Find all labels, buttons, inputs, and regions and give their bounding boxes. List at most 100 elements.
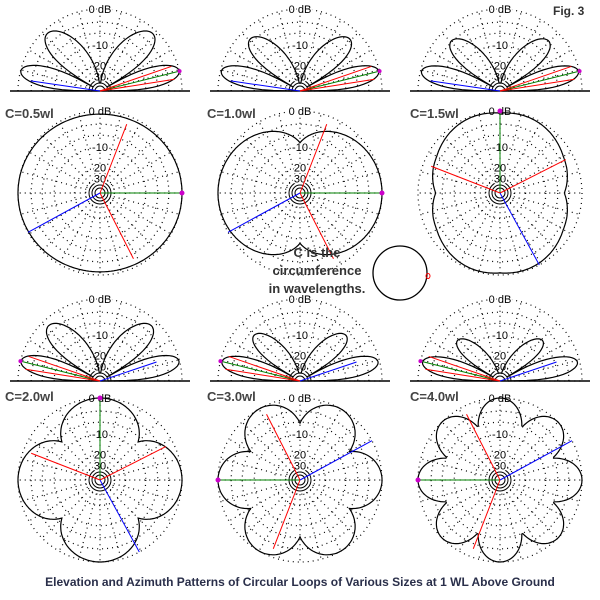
reference-line	[499, 361, 557, 382]
max-gain-line	[299, 70, 380, 92]
grid-ring	[453, 433, 547, 527]
grid-ring	[473, 64, 527, 92]
grid-spoke	[258, 408, 294, 468]
grid-spoke	[228, 438, 288, 474]
beamwidth-line	[99, 124, 128, 194]
grid-spoke	[112, 151, 172, 187]
panel-label: C=1.5wl	[410, 106, 459, 121]
grid-spoke	[306, 492, 342, 552]
figure-caption: Elevation and Azimuth Patterns of Circul…	[45, 575, 555, 589]
beamwidth-line	[299, 124, 328, 194]
circumference-note: C is the circumference in wavelengths.	[250, 244, 384, 298]
grid-ring	[73, 453, 127, 507]
beamwidth-line	[31, 452, 101, 481]
note-line: in wavelengths.	[268, 281, 366, 296]
panel-label: C=4.0wl	[410, 389, 459, 404]
beamwidth-line	[425, 368, 501, 382]
scale-label-10: -10	[492, 330, 508, 342]
beamwidth-line	[99, 78, 175, 92]
grid-spoke	[512, 151, 572, 187]
grid-spoke	[513, 196, 580, 215]
grid-spoke	[478, 206, 497, 273]
grid-ring	[441, 322, 559, 382]
grid-ring	[41, 421, 159, 539]
grid-spoke	[20, 483, 87, 502]
scale-label-0db: 0 dB	[489, 294, 512, 306]
scale-label-10: -10	[492, 429, 508, 441]
grid-ring	[485, 76, 515, 92]
grid-spoke	[78, 206, 97, 273]
scale-label-20: 20	[494, 350, 506, 362]
reference-line	[99, 361, 157, 382]
grid-ring	[253, 433, 347, 527]
grid-spoke	[58, 19, 94, 79]
grid-spoke	[241, 134, 291, 184]
scale-label-20: 20	[494, 449, 506, 461]
elevation-pattern-curve	[420, 38, 580, 92]
grid-spoke	[113, 171, 180, 190]
azimuth-pattern-curve	[17, 113, 183, 273]
scale-label-0db: 0 dB	[289, 4, 312, 16]
max-gain-line	[20, 360, 101, 382]
scale-label-30: 30	[294, 362, 306, 374]
elevation-pattern-curve	[20, 322, 180, 382]
grid-spoke	[113, 196, 180, 215]
scale-label-20: 20	[94, 162, 106, 174]
grid-spoke	[58, 492, 94, 552]
grid-ring	[453, 44, 547, 92]
grid-ring	[85, 366, 115, 382]
grid-spoke	[112, 438, 172, 474]
grid-spoke	[220, 483, 287, 502]
grid-ring	[441, 421, 559, 539]
scale-label-30: 30	[94, 362, 106, 374]
grid-spoke	[113, 483, 180, 502]
beamwidth-line	[428, 355, 501, 382]
beamwidth-line	[25, 368, 101, 382]
grid-spoke	[458, 121, 494, 181]
max-gain-line	[220, 360, 301, 382]
grid-spoke	[58, 408, 94, 468]
grid-ring	[41, 32, 159, 92]
elevation-pattern-curve	[221, 332, 379, 382]
grid-spoke	[512, 199, 572, 235]
beamwidth-line	[499, 65, 572, 92]
grid-spoke	[306, 408, 342, 468]
grid-spoke	[106, 492, 142, 552]
scale-label-20: 20	[294, 162, 306, 174]
beamwidth-line	[99, 446, 166, 481]
panel-label: C=3.0wl	[207, 389, 256, 404]
grid-spoke	[41, 202, 91, 252]
grid-spoke	[458, 205, 494, 265]
grid-spoke	[78, 493, 97, 560]
grid-spoke	[441, 134, 491, 184]
grid-spoke	[41, 421, 91, 471]
azimuth-pattern-curve	[17, 397, 183, 563]
grid-spoke	[309, 134, 359, 184]
grid-ring	[473, 354, 527, 382]
grid-spoke	[106, 19, 142, 79]
grid-spoke	[312, 199, 372, 235]
scale-label-10: -10	[492, 40, 508, 52]
grid-spoke	[28, 486, 88, 522]
reference-line	[499, 440, 573, 481]
max-marker	[215, 477, 221, 483]
beamwidth-line	[99, 65, 172, 92]
scale-label-10: -10	[92, 330, 108, 342]
grid-ring	[273, 64, 327, 92]
grid-spoke	[313, 483, 380, 502]
grid-spoke	[106, 205, 142, 265]
scale-label-10: -10	[92, 142, 108, 154]
max-marker	[177, 69, 182, 74]
grid-spoke	[258, 19, 294, 79]
grid-spoke	[312, 151, 372, 187]
grid-ring	[30, 410, 170, 550]
reference-line	[230, 80, 301, 92]
grid-spoke	[313, 196, 380, 215]
feed-point-icon	[425, 273, 431, 279]
grid-spoke	[220, 458, 287, 477]
max-gain-line	[499, 70, 580, 92]
grid-ring	[430, 123, 570, 263]
